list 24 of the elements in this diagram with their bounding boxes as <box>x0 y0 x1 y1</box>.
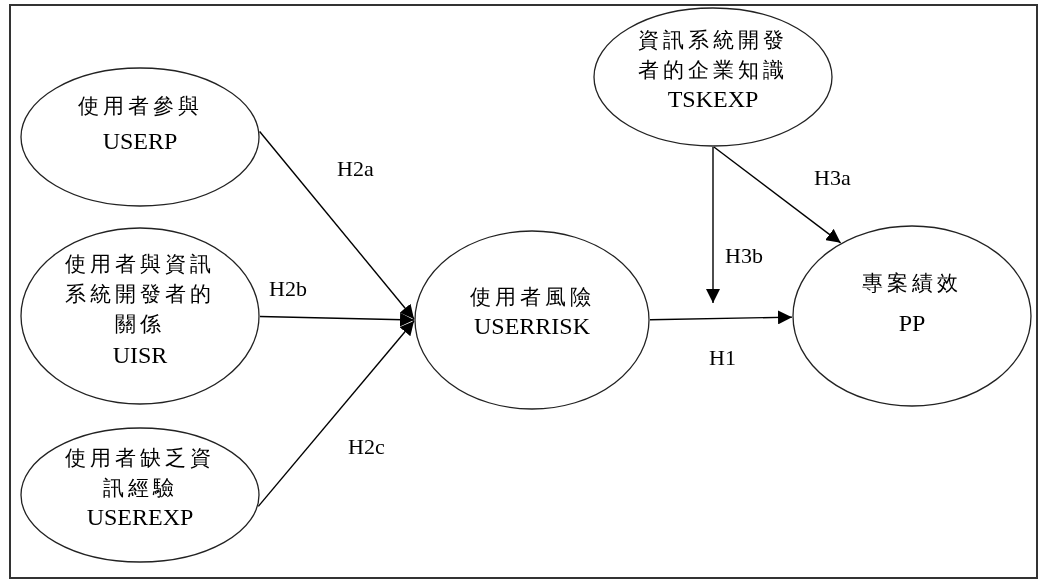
node-label: 使用者缺乏資訊經驗 <box>64 445 216 502</box>
arrow <box>258 130 415 320</box>
arrow <box>713 146 842 244</box>
ellipse-node <box>20 67 260 207</box>
node-label: 資訊系統開發者的企業知識 <box>638 27 788 84</box>
arrow <box>706 146 720 304</box>
node-label: 專案績效 <box>861 270 963 297</box>
arrow <box>257 320 415 508</box>
arrow <box>649 310 793 325</box>
arrow <box>259 312 415 327</box>
ellipse-node <box>20 427 260 563</box>
ellipse-node <box>593 7 833 147</box>
node-label: 使用者與資訊系統開發者的關係 <box>64 251 216 338</box>
node-label: TSKEXP <box>666 85 760 113</box>
node-label: PP <box>897 309 927 337</box>
node-label: USERRISK <box>473 312 591 340</box>
node-label: UISR <box>111 341 169 369</box>
ellipse-node <box>20 227 260 405</box>
ellipse-node <box>792 225 1032 407</box>
node-label: USERP <box>101 127 179 155</box>
ellipse-node <box>414 230 650 410</box>
node-label: USEREXP <box>85 503 195 531</box>
node-label: 使用者參與 <box>76 93 204 120</box>
node-label: 使用者風險 <box>468 284 596 311</box>
